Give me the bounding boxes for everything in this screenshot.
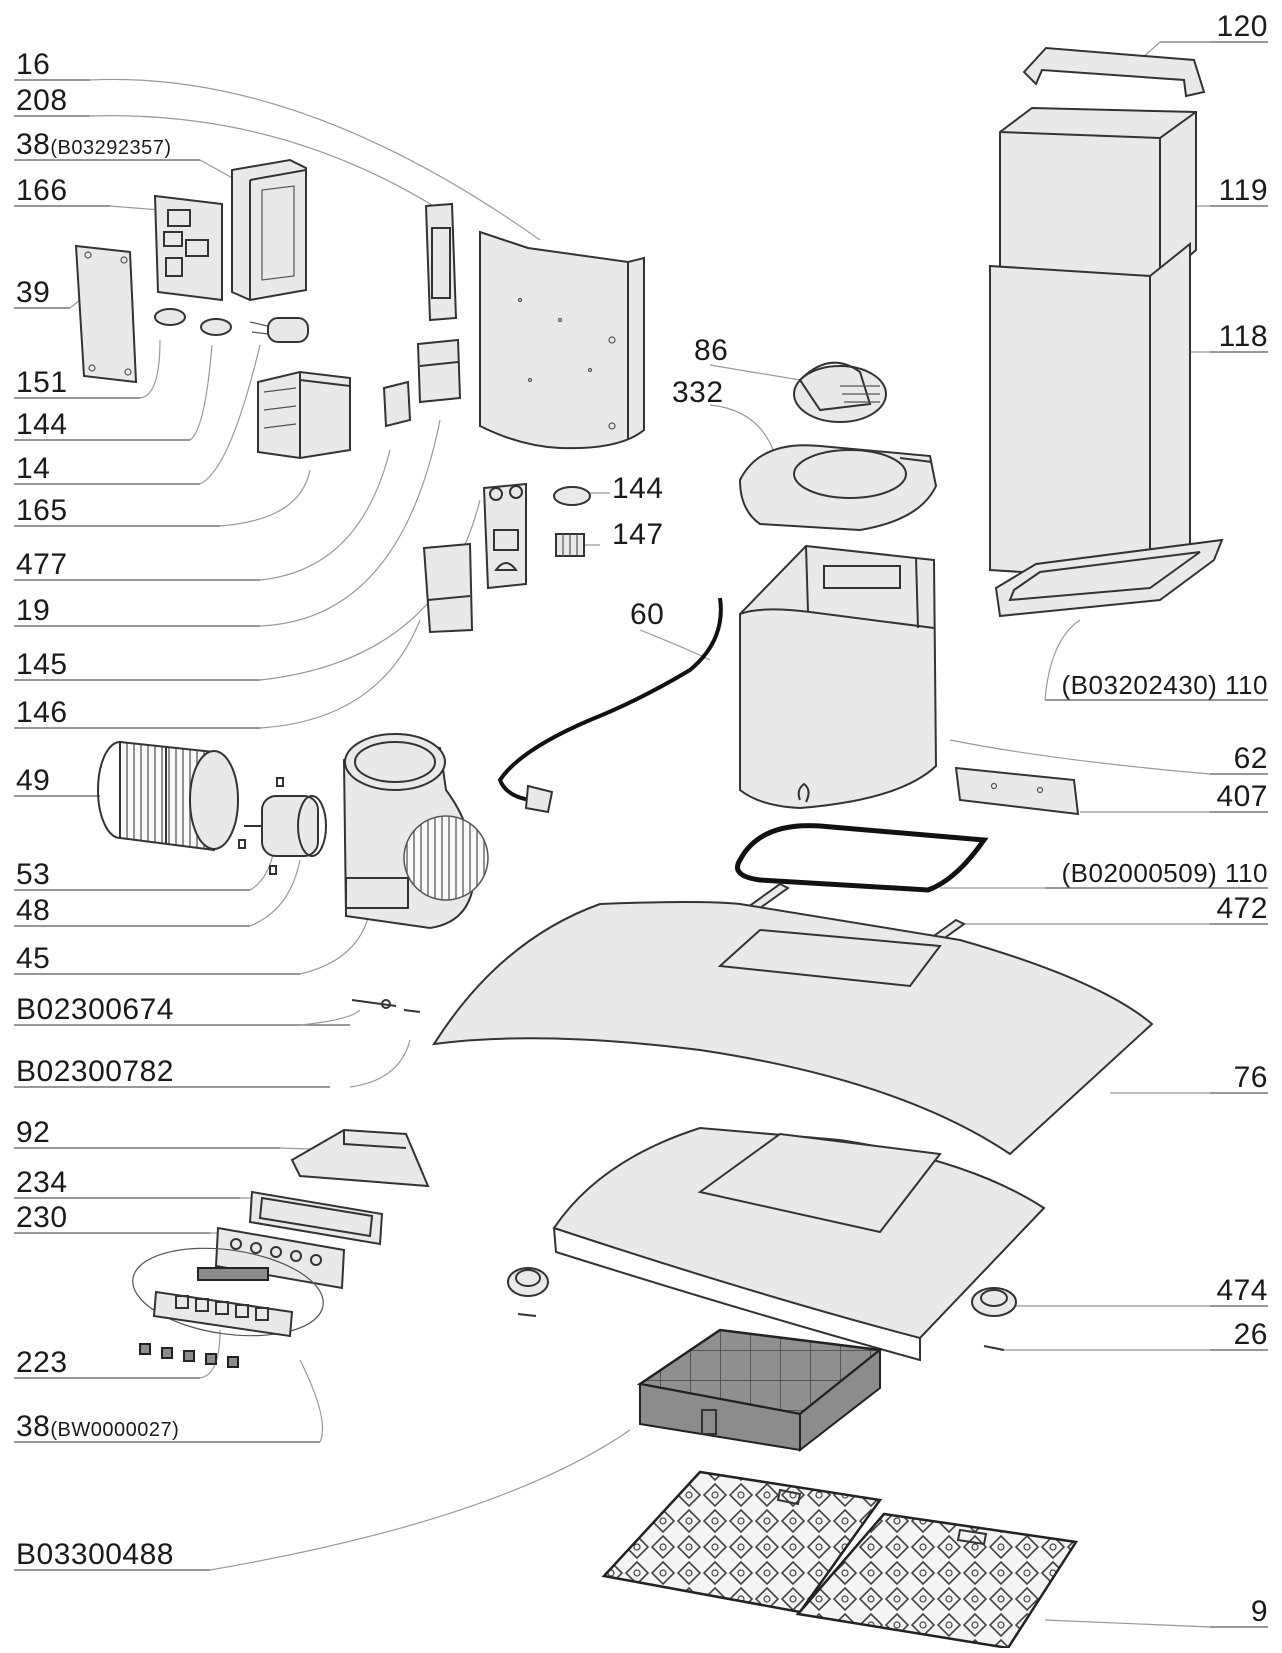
part-110-gasket-lower — [735, 823, 989, 893]
label-145: 145 — [16, 648, 68, 681]
label-38-bottom: 38(BW0000027) — [16, 1412, 179, 1445]
part-86-backdraft-valve — [793, 361, 887, 423]
label-208: 208 — [16, 84, 68, 117]
part-16-back-panel — [479, 230, 645, 450]
label-144-left: 144 — [16, 408, 68, 441]
part-53-washers — [238, 777, 284, 875]
label-38-top-code: (B03292357) — [50, 137, 172, 159]
label-60: 60 — [630, 598, 665, 631]
label-477: 477 — [16, 548, 68, 581]
label-223: 223 — [16, 1346, 68, 1379]
label-332: 332 — [672, 376, 724, 409]
right-leader-lines — [580, 41, 1211, 1628]
part-9-grease-filter-left — [601, 1470, 883, 1614]
part-230-button-strip — [214, 1226, 346, 1290]
label-151: 151 — [16, 366, 68, 399]
part-474-lamp-right — [971, 1287, 1017, 1317]
label-B03300488: B03300488 — [16, 1538, 174, 1571]
label-110-upper: (B03202430) 110 — [1061, 670, 1268, 700]
label-45: 45 — [16, 942, 51, 975]
right-label-underlines — [1045, 41, 1268, 1628]
label-38-bottom-code: (BW0000027) — [50, 1419, 180, 1441]
part-26-lamp-plugs — [517, 1313, 1005, 1351]
part-B02300674-connector — [351, 999, 397, 1009]
part-B02300782-pin — [403, 1009, 421, 1013]
label-26: 26 — [1233, 1318, 1268, 1351]
label-48: 48 — [16, 894, 51, 927]
part-144-grommet-left — [200, 318, 232, 336]
label-B02300674: B02300674 — [16, 993, 174, 1026]
label-120: 120 — [1216, 10, 1268, 43]
part-118-lower-chimney — [989, 241, 1191, 582]
part-144-grommet-right — [553, 486, 591, 506]
part-151-grommet — [154, 308, 186, 326]
part-62-chimney-box — [739, 544, 938, 810]
part-110-gasket-upper — [994, 538, 1224, 618]
part-hood-body — [552, 1126, 1046, 1362]
label-118: 118 — [1218, 320, 1268, 353]
part-14-capacitor — [249, 317, 309, 343]
label-146: 146 — [16, 696, 68, 729]
label-472: 472 — [1216, 892, 1268, 925]
part-119-upper-chimney — [999, 106, 1197, 284]
part-92-panel-bracket — [290, 1128, 430, 1188]
part-60-power-cable — [497, 597, 723, 814]
part-9-grease-filter-right — [795, 1512, 1079, 1650]
label-49: 49 — [16, 764, 51, 797]
part-49-fan-wheel — [97, 740, 239, 852]
label-B02300782: B02300782 — [16, 1055, 174, 1088]
label-474: 474 — [1216, 1274, 1268, 1307]
label-165: 165 — [16, 494, 68, 527]
part-48-motor — [244, 795, 327, 857]
label-16: 16 — [16, 48, 51, 81]
label-9: 9 — [1250, 1595, 1268, 1628]
part-208-transformer — [424, 202, 458, 322]
label-86: 86 — [694, 334, 729, 367]
label-19: 19 — [16, 594, 51, 627]
label-110-lower: (B02000509) 110 — [1061, 858, 1268, 888]
part-76-glass-canopy — [432, 901, 1154, 1156]
part-165-bracket — [257, 370, 351, 460]
part-145-terminal-board — [482, 482, 527, 590]
label-38-bottom-number: 38 — [16, 1410, 51, 1443]
label-92: 92 — [16, 1116, 51, 1149]
part-234-button-frame — [248, 1190, 384, 1246]
label-38-top-number: 38 — [16, 128, 51, 161]
label-38-top: 38(B03292357) — [16, 130, 172, 163]
label-119: 119 — [1218, 174, 1268, 207]
part-45-blower-housing — [342, 733, 489, 930]
label-407: 407 — [1216, 780, 1268, 813]
part-38-housing-box — [231, 158, 307, 302]
label-53: 53 — [16, 858, 51, 891]
part-120-top-bracket — [1022, 46, 1206, 98]
part-147-terminal-block — [555, 533, 585, 557]
part-39-cover-plate — [74, 244, 138, 384]
label-14: 14 — [16, 452, 51, 485]
label-144-right: 144 — [612, 472, 664, 505]
part-166-circuit-board — [153, 194, 223, 302]
part-223-push-buttons — [139, 1343, 239, 1368]
label-76: 76 — [1233, 1061, 1268, 1094]
label-62: 62 — [1233, 742, 1268, 775]
part-332-air-outlet-collar — [738, 444, 938, 532]
part-474-lamp-left — [507, 1267, 549, 1297]
part-477-clip — [382, 380, 412, 428]
part-407-mounting-bracket — [954, 766, 1080, 816]
left-label-underlines — [14, 79, 350, 1571]
label-234: 234 — [16, 1166, 68, 1199]
label-39: 39 — [16, 276, 51, 309]
part-19-connector-block — [416, 338, 462, 404]
label-230: 230 — [16, 1201, 68, 1234]
part-B03300488-carbon-filter — [636, 1328, 884, 1453]
part-38-keypad-assembly — [132, 1247, 324, 1338]
part-146-cover-clip — [422, 542, 474, 634]
label-166: 166 — [16, 174, 68, 207]
label-147: 147 — [612, 518, 664, 551]
